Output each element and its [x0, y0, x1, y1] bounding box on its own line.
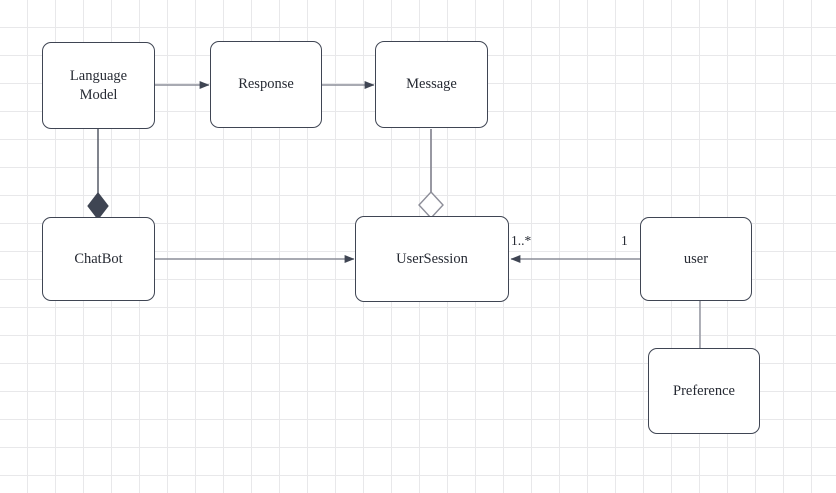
- node-language-model[interactable]: Language Model: [42, 42, 155, 129]
- edge-message-to-usersession: [418, 129, 444, 220]
- node-language-model-label: Language Model: [70, 67, 127, 103]
- node-user[interactable]: user: [640, 217, 752, 301]
- multiplicity-label-usersession: 1..*: [511, 233, 532, 248]
- composition-diamond-icon: [87, 192, 109, 220]
- node-usersession[interactable]: UserSession: [355, 216, 509, 302]
- node-user-label: user: [683, 250, 709, 267]
- edge-language-model-to-chatbot: [87, 129, 109, 220]
- node-response-label: Response: [238, 76, 294, 93]
- node-usersession-label: UserSession: [396, 250, 468, 267]
- node-preference-label: Preference: [673, 382, 735, 399]
- node-response[interactable]: Response: [210, 41, 322, 128]
- aggregation-diamond-icon: [418, 190, 444, 220]
- node-chatbot[interactable]: ChatBot: [42, 217, 155, 301]
- node-chatbot-label: ChatBot: [74, 250, 123, 267]
- multiplicity-label-user: 1: [621, 233, 628, 248]
- node-label-line-2: Model: [79, 86, 118, 103]
- node-message[interactable]: Message: [375, 41, 488, 128]
- node-preference[interactable]: Preference: [648, 348, 760, 434]
- node-label-line-1: Language: [69, 68, 128, 85]
- node-message-label: Message: [406, 76, 457, 93]
